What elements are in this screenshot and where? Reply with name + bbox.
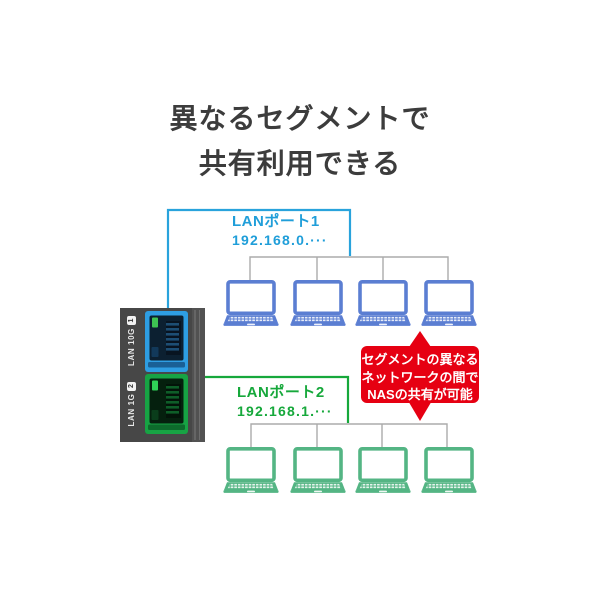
lan2-wire	[186, 375, 350, 423]
lan1-subnet: 192.168.0.···	[232, 232, 328, 248]
laptop-icon	[353, 446, 413, 495]
lan2-subnet: 192.168.1.···	[237, 403, 333, 419]
lan-10g-port	[145, 311, 188, 372]
laptop-icon	[353, 279, 413, 328]
lan2-label: LANポート2 192.168.1.···	[237, 384, 333, 420]
callout-line2: ネットワークの間で	[361, 369, 479, 385]
headline-line2: 共有利用できる	[198, 148, 402, 179]
port1-led	[152, 317, 158, 328]
laptop-icon	[288, 279, 348, 328]
lan-1g-port	[145, 374, 188, 434]
callout-text: セグメントの異なる ネットワークの間で NASの共有が可能	[361, 351, 479, 404]
lan-10g-port-label: LAN 10G 1	[125, 310, 137, 372]
lan1-bus-lines	[249, 256, 449, 281]
laptop-icon	[419, 279, 479, 328]
headline-line1: 異なるセグメントで	[169, 103, 431, 134]
lan-10g-port-text: LAN 10G	[126, 328, 136, 366]
laptop-icon	[419, 446, 479, 495]
headline: 異なるセグメントで 共有利用できる	[0, 96, 600, 186]
lan2-bus-lines	[250, 423, 448, 447]
lan1-laptop-group	[221, 279, 479, 328]
laptop-icon	[221, 446, 281, 495]
lan1-port-name: LANポート1	[232, 213, 320, 230]
port2-led	[152, 380, 158, 391]
lan1-label: LANポート1 192.168.0.···	[232, 213, 328, 249]
callout-bubble	[361, 331, 479, 421]
lan2-laptop-group	[221, 446, 479, 495]
port1-number-badge: 1	[126, 316, 136, 325]
callout-line3: NASの共有が可能	[367, 387, 473, 402]
port2-number-badge: 2	[126, 381, 136, 391]
lan-1g-port-label: LAN 1G 2	[125, 373, 137, 435]
nas-device	[120, 308, 205, 442]
lan2-port-name: LANポート2	[237, 384, 325, 401]
laptop-icon	[288, 446, 348, 495]
lan-1g-port-text: LAN 1G	[126, 393, 136, 427]
callout-line1: セグメントの異なる	[361, 352, 479, 367]
lan1-wire	[166, 208, 352, 312]
laptop-icon	[221, 279, 281, 328]
